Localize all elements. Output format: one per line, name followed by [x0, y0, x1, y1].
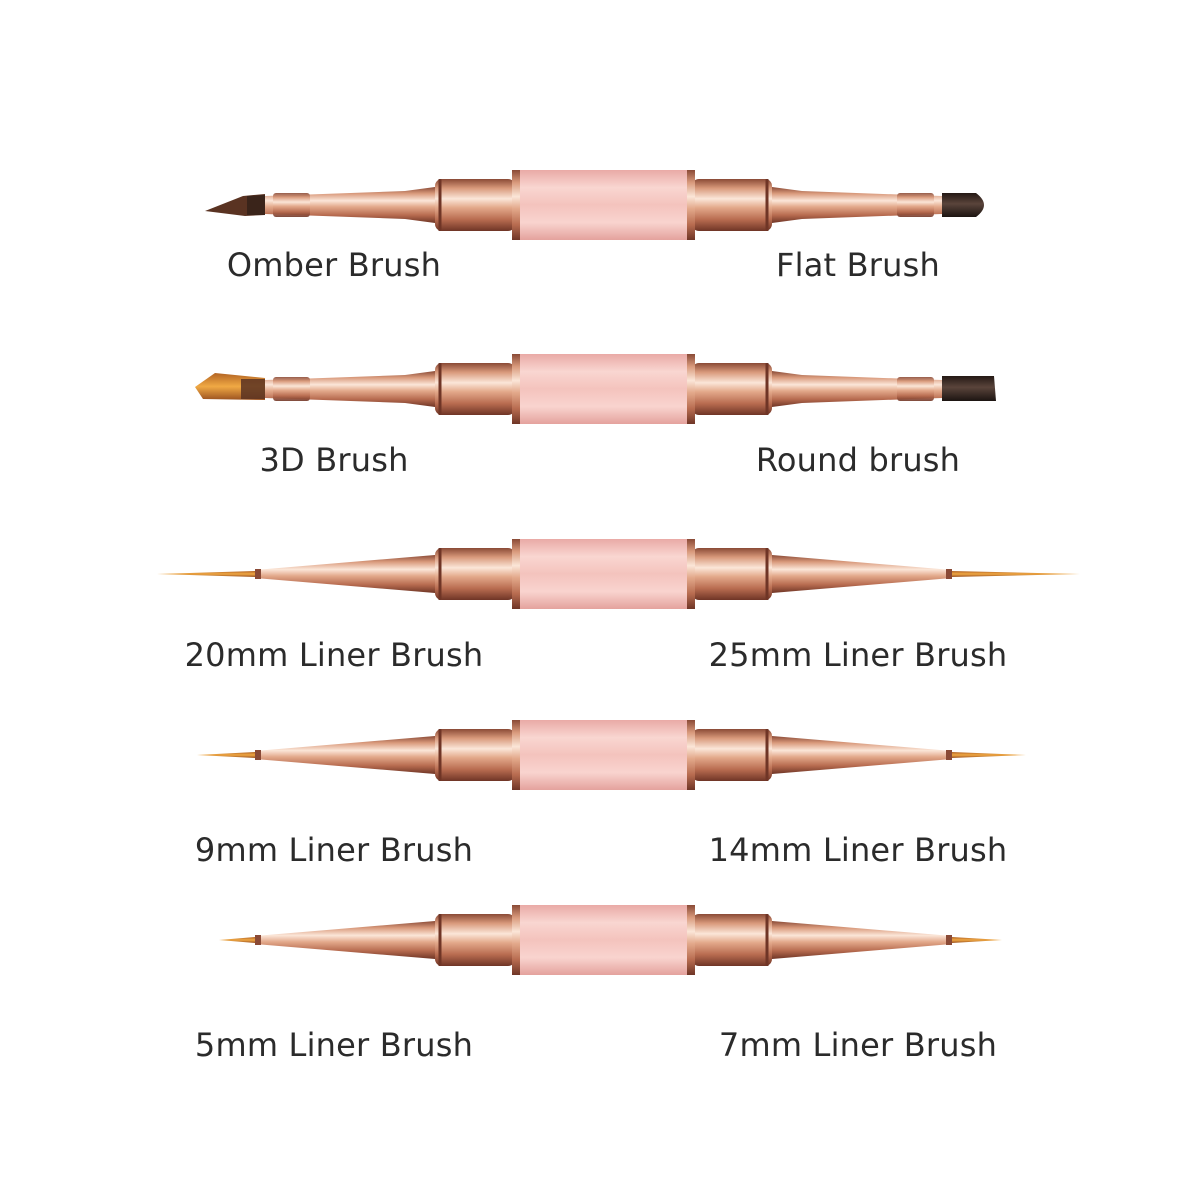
left-brush-label-5: 5mm Liner Brush — [194, 1026, 474, 1064]
brush-pair-1-graphic — [205, 170, 984, 240]
left-ferrule — [435, 548, 515, 600]
right-ferrule — [692, 914, 772, 966]
pink-grip — [512, 354, 695, 424]
right-bristles — [942, 376, 996, 401]
left-brush-label-3: 20mm Liner Brush — [184, 636, 484, 674]
left-ferrule — [435, 179, 515, 231]
right-brush-label-3: 25mm Liner Brush — [708, 636, 1008, 674]
brush-pair-2-graphic — [195, 354, 996, 424]
pink-grip — [512, 720, 695, 790]
pink-grip — [512, 539, 695, 609]
right-liner-bristle — [952, 937, 1002, 943]
right-brush-label-1: Flat Brush — [776, 246, 940, 284]
brush-pair-3-graphic — [157, 539, 1080, 609]
right-ferrule — [692, 729, 772, 781]
right-brush-label-4: 14mm Liner Brush — [708, 831, 1008, 869]
left-brush-label-2: 3D Brush — [259, 441, 409, 479]
brush-pair-3 — [0, 529, 1200, 619]
left-liner-cone — [255, 736, 435, 774]
right-ferrule — [692, 179, 772, 231]
brush-pair-2 — [0, 344, 1200, 434]
right-liner-cone — [772, 555, 952, 593]
left-liner-cone — [255, 921, 435, 959]
left-brush-label-4: 9mm Liner Brush — [194, 831, 474, 869]
left-liner-bristle — [157, 571, 255, 577]
brush-pair-5 — [0, 895, 1200, 985]
left-brush-label-1: Omber Brush — [226, 246, 442, 284]
right-liner-bristle — [952, 752, 1026, 758]
right-liner-cone — [772, 736, 952, 774]
right-liner-bristle — [952, 571, 1080, 577]
right-ferrule — [692, 363, 772, 415]
right-bristles — [942, 193, 984, 217]
left-ferrule — [435, 363, 515, 415]
left-ferrule — [435, 729, 515, 781]
brush-pair-4-graphic — [197, 720, 1026, 790]
right-liner-cone — [772, 921, 952, 959]
left-ferrule — [435, 914, 515, 966]
right-ferrule — [692, 548, 772, 600]
right-brush-label-2: Round brush — [755, 441, 961, 479]
left-liner-cone — [255, 555, 435, 593]
brush-pair-4 — [0, 710, 1200, 800]
brush-pair-5-graphic — [219, 905, 1002, 975]
pink-grip — [512, 170, 695, 240]
right-brush-label-5: 7mm Liner Brush — [718, 1026, 998, 1064]
brush-pair-1 — [0, 160, 1200, 250]
pink-grip — [512, 905, 695, 975]
left-liner-bristle — [219, 937, 255, 943]
left-liner-bristle — [197, 752, 255, 758]
